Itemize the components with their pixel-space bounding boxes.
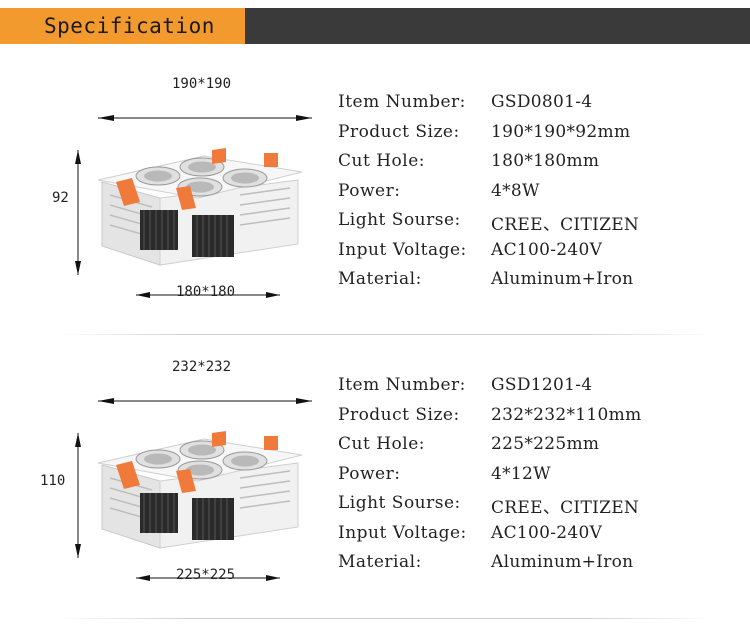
spec-label: Cut Hole: [338,434,425,454]
spec-label: Item Number: [338,92,466,112]
spec-value: CREE、CITIZEN [491,215,640,235]
product-image-2: 232*232 110 225*225 [40,353,330,603]
dim-side-label: 92 [52,190,69,206]
spec-label: Power: [338,463,401,484]
spec-label: Product Size: [338,404,460,425]
spec-label: Product Size: [338,121,460,142]
header-bar: Specification [0,8,750,44]
dim-top-label: 232*232 [172,359,232,375]
spec-value: 232*232*110mm [491,404,642,425]
spec-label: Cut Hole: [338,151,425,171]
spec-value: 190*190*92mm [491,121,631,142]
spec-label: Light Sourse: [338,493,461,513]
spec-value: CREE、CITIZEN [491,498,640,518]
product-section-1: 190*190 92 180*180 Item Number: GSD0801-… [0,50,750,335]
dim-bottom-label: 225*225 [176,567,236,583]
spec-value: GSD1201-4 [491,375,593,395]
spec-label: Material: [338,269,422,289]
product-diagram [75,398,312,581]
spec-label: Input Voltage: [338,522,467,543]
section-divider [60,334,710,335]
spec-value: 4*8W [491,180,540,201]
spec-label: Material: [338,552,422,572]
spec-value: 4*12W [491,463,551,484]
spec-value: 180*180mm [491,151,600,171]
dim-side-label: 110 [40,473,66,489]
product-diagram [75,115,312,298]
spec-label: Light Sourse: [338,210,461,230]
spec-label: Item Number: [338,375,466,395]
product-section-2: 232*232 110 225*225 Item Number: GSD1201… [0,333,750,618]
section-divider [60,618,710,619]
spec-label: Input Voltage: [338,239,467,260]
header-tab [0,8,245,44]
dim-top-label: 190*190 [172,76,232,92]
spec-value: Aluminum+Iron [491,269,634,289]
spec-value: Aluminum+Iron [491,552,634,572]
spec-label: Power: [338,180,401,201]
spec-value: GSD0801-4 [491,92,593,112]
spec-value: 225*225mm [491,434,600,454]
spec-value: AC100-240V [491,522,603,543]
product-image-1: 190*190 92 180*180 [40,70,330,320]
spec-value: AC100-240V [491,239,603,260]
page-title: Specification [44,14,215,38]
dim-bottom-label: 180*180 [176,284,236,300]
